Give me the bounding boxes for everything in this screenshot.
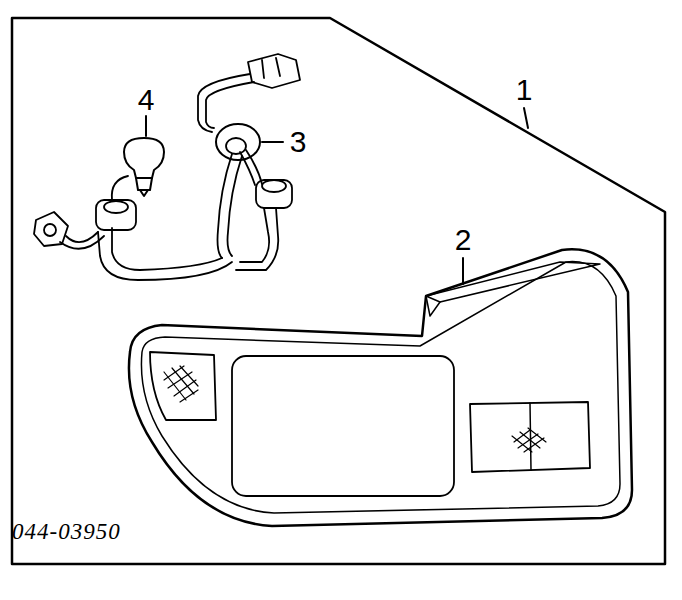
leader-line [462,258,464,284]
callout-number: 2 [455,225,472,255]
diagram-code: 044-03950 [12,520,121,543]
assembly-frame [12,18,665,564]
leader-line [524,108,528,128]
callout-number: 1 [516,75,533,105]
callout-number: 4 [138,85,155,115]
lamp-lens [129,249,632,526]
leader-line [262,141,283,143]
leader-line [145,116,147,136]
wiring-harness [34,54,300,280]
bulb [124,138,164,196]
callout-number: 3 [290,127,307,157]
